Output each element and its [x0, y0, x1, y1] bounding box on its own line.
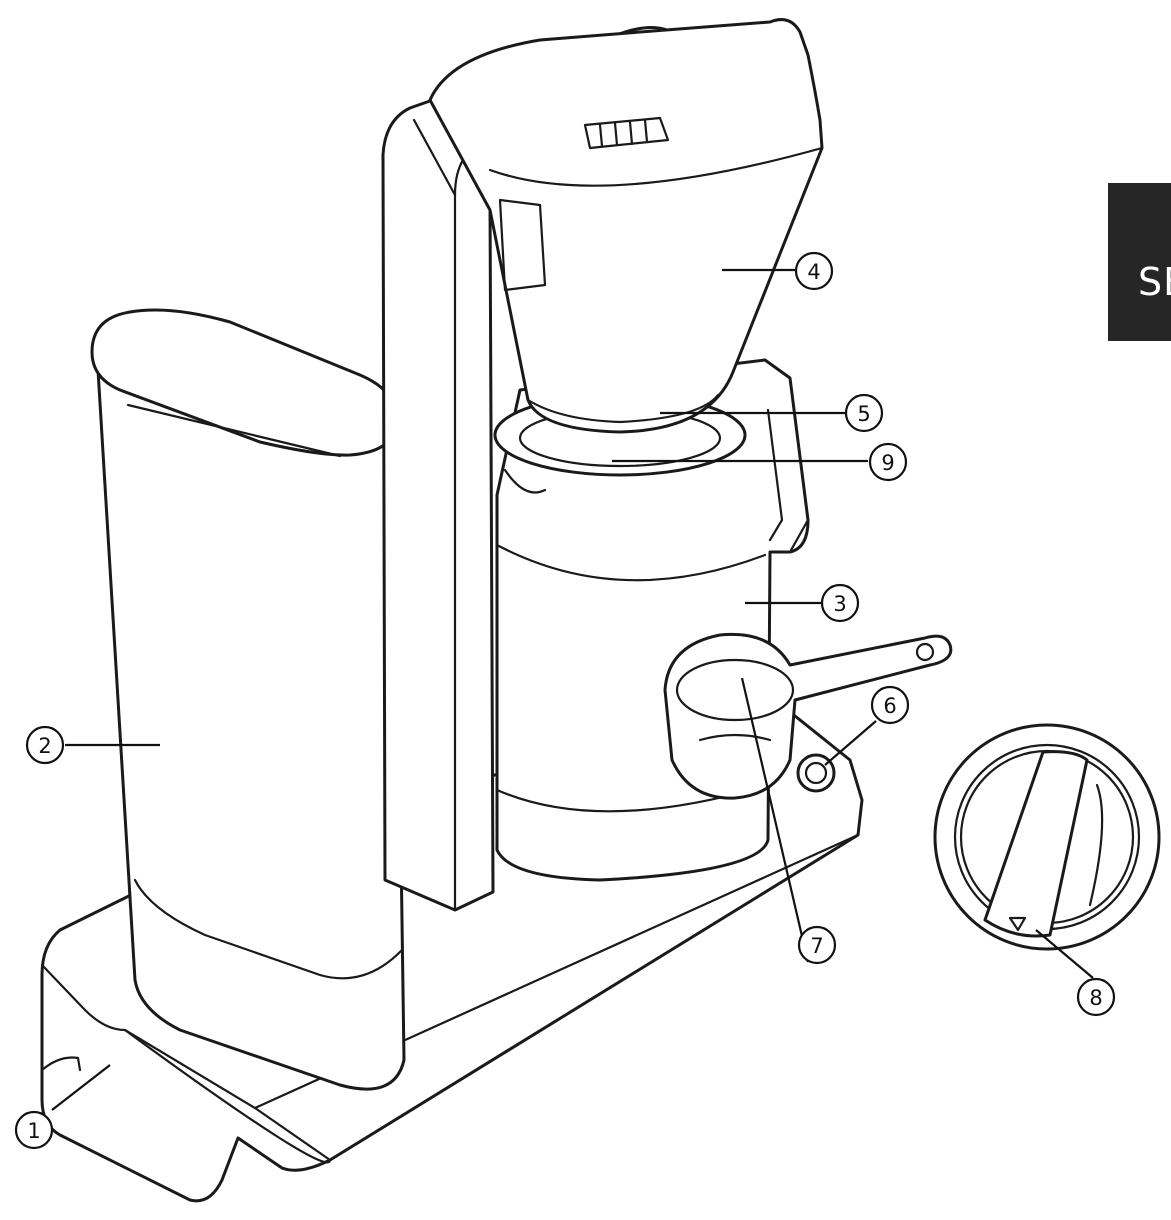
callout-3-label: 3 — [833, 592, 846, 616]
leader-1 — [51, 1064, 111, 1111]
leader-7 — [740, 677, 810, 963]
language-tab-label: SE — [1138, 260, 1171, 304]
callout-6-label: 6 — [883, 694, 896, 718]
callout-7: 7 — [797, 925, 837, 965]
leader-6 — [824, 720, 877, 766]
leader-8 — [1035, 929, 1094, 979]
callout-8-label: 8 — [1089, 986, 1102, 1010]
callout-4-label: 4 — [807, 260, 820, 284]
filter-dial — [933, 723, 1161, 951]
callout-6: 6 — [870, 685, 910, 725]
language-tab: SE — [1108, 183, 1171, 341]
callout-2-label: 2 — [38, 734, 51, 758]
callout-3: 3 — [820, 583, 860, 623]
power-button — [796, 753, 836, 793]
leader-lines — [51, 268, 1094, 1111]
water-tank — [90, 308, 406, 1091]
callout-7-label: 7 — [810, 934, 823, 958]
callout-2: 2 — [25, 725, 65, 765]
callout-9: 9 — [868, 442, 908, 482]
callout-8: 8 — [1076, 977, 1116, 1017]
callout-4: 4 — [794, 251, 834, 291]
callout-9-label: 9 — [881, 451, 894, 475]
carafe — [493, 358, 810, 882]
brew-basket — [428, 18, 824, 434]
callout-1-label: 1 — [27, 1119, 40, 1143]
callout-1: 1 — [14, 1110, 54, 1150]
measuring-spoon — [663, 632, 953, 800]
callout-5: 5 — [844, 393, 884, 433]
callout-5-label: 5 — [857, 402, 870, 426]
